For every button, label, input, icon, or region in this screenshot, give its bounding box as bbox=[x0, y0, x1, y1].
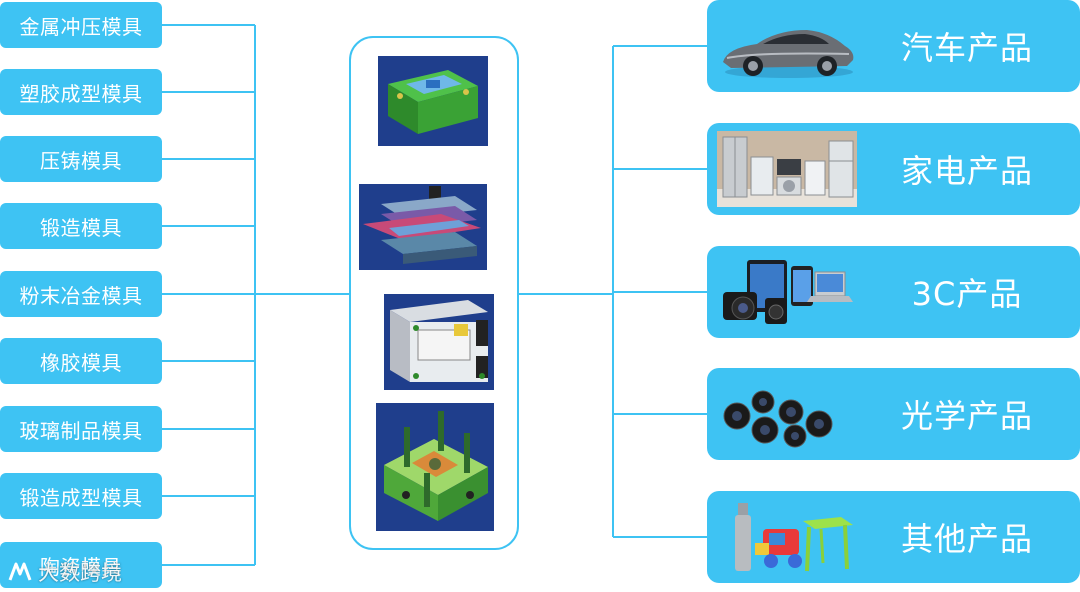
product-label: 汽车产品 bbox=[900, 29, 1033, 67]
product-card-optical: 光学产品 bbox=[707, 368, 1080, 460]
product-label: 其他产品 bbox=[900, 520, 1033, 558]
product-card-home-appliances: 家电产品 bbox=[707, 123, 1080, 215]
mold-render-image-1 bbox=[378, 56, 488, 146]
mold-type-label: 橡胶模具 bbox=[40, 350, 122, 375]
mold-type-label: 金属冲压模具 bbox=[19, 14, 143, 39]
mold-type-label: 陶瓷模具 bbox=[40, 554, 122, 579]
car-image bbox=[723, 30, 854, 78]
watermark-text: 大数跨境 bbox=[38, 561, 122, 585]
mold-type-ceramic: 陶瓷模具 bbox=[0, 542, 162, 588]
mold-type-label: 锻造模具 bbox=[40, 215, 122, 240]
mold-type-label: 玻璃制品模具 bbox=[19, 418, 143, 443]
home-appliances-image bbox=[717, 131, 857, 207]
mold-type-die-casting: 压铸模具 bbox=[0, 136, 162, 182]
mold-type-metal-stamping: 金属冲压模具 bbox=[0, 2, 162, 48]
mold-type-plastic-injection: 塑胶成型模具 bbox=[0, 69, 162, 115]
mold-type-rubber: 橡胶模具 bbox=[0, 338, 162, 384]
mold-type-forging: 锻造模具 bbox=[0, 203, 162, 249]
electronics-devices-image bbox=[723, 260, 853, 324]
mold-render-image-3 bbox=[384, 294, 494, 390]
product-label: 3C产品 bbox=[911, 275, 1023, 313]
watermark: 大数跨境 bbox=[6, 558, 122, 586]
product-card-automotive: 汽车产品 bbox=[707, 0, 1080, 92]
mold-type-label: 锻造成型模具 bbox=[19, 485, 143, 510]
mold-type-label: 塑胶成型模具 bbox=[19, 81, 143, 106]
product-label: 家电产品 bbox=[900, 152, 1033, 190]
plastic-toys-image bbox=[735, 503, 853, 572]
mold-type-label: 压铸模具 bbox=[40, 148, 122, 173]
product-label: 光学产品 bbox=[900, 397, 1033, 435]
product-card-other: 其他产品 bbox=[707, 491, 1080, 583]
watermark-logo-icon bbox=[8, 562, 32, 581]
optical-lenses-image bbox=[723, 390, 833, 448]
mold-render-image-4 bbox=[376, 403, 494, 531]
mold-type-glass-products: 玻璃制品模具 bbox=[0, 406, 162, 452]
mold-render-image-2 bbox=[359, 184, 487, 270]
mold-type-label: 粉末冶金模具 bbox=[19, 283, 143, 308]
mold-type-powder-metallurgy: 粉末冶金模具 bbox=[0, 271, 162, 317]
product-card-3c: 3C产品 bbox=[707, 246, 1080, 338]
mold-type-forge-forming: 锻造成型模具 bbox=[0, 473, 162, 519]
